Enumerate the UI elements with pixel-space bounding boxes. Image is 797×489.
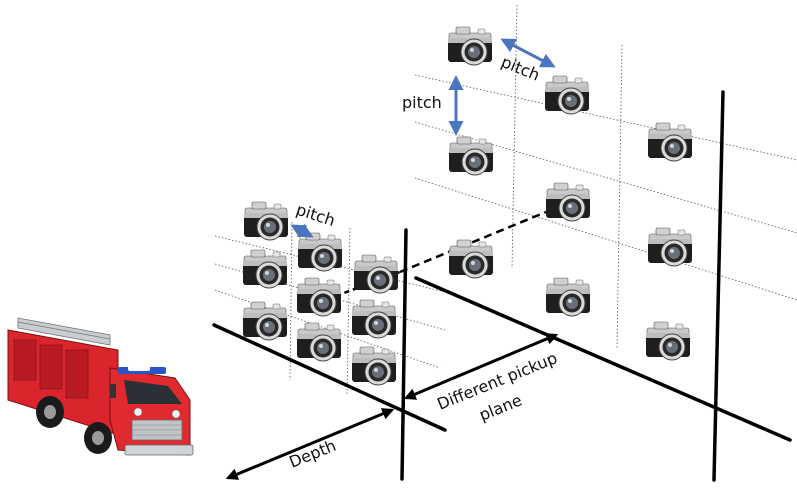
camera-icon xyxy=(544,75,590,115)
camera-icon xyxy=(645,321,691,361)
far-plane-grid xyxy=(414,4,797,349)
camera-icon xyxy=(351,346,397,386)
depth-arrows xyxy=(225,333,559,480)
camera-icon xyxy=(545,182,591,222)
camera-icon xyxy=(242,249,288,289)
camera-icon xyxy=(647,227,693,267)
pitch-label-small: pitch xyxy=(294,200,338,230)
grid-line xyxy=(414,74,797,161)
depth-arrow xyxy=(225,408,395,480)
camera-icon xyxy=(353,254,399,294)
camera-icon xyxy=(297,232,343,272)
far-plane-vertical-axis xyxy=(712,90,725,482)
pitch-arrow-small xyxy=(290,223,314,239)
camera-icon xyxy=(296,322,342,362)
camera-icon xyxy=(351,299,397,339)
camera-icon xyxy=(448,239,494,279)
camera-icon xyxy=(243,201,289,241)
camera-icon xyxy=(296,277,342,317)
depth-label: Depth xyxy=(286,436,338,472)
dashed-connector xyxy=(399,210,547,274)
different-pickup-arrow xyxy=(403,333,559,400)
pitch-label-left: pitch xyxy=(402,93,442,112)
pitch-arrows xyxy=(290,38,556,239)
far-plane-cameras xyxy=(447,26,693,361)
near-plane-vertical-axis xyxy=(400,228,408,481)
camera-icon xyxy=(447,26,493,66)
far-plane-horizontal-axis xyxy=(414,276,792,442)
grid-line xyxy=(414,177,797,301)
camera-icon xyxy=(242,301,288,341)
grid-line xyxy=(414,121,797,234)
camera-icon xyxy=(545,277,591,317)
near-plane-horizontal-axis xyxy=(212,323,447,432)
grid-line xyxy=(346,227,351,396)
grid-line xyxy=(289,221,293,381)
near-plane-cameras xyxy=(242,201,399,386)
pitch-arrow-horizontal xyxy=(500,38,556,68)
fire-truck-icon xyxy=(7,317,194,456)
grid-line xyxy=(616,44,623,349)
